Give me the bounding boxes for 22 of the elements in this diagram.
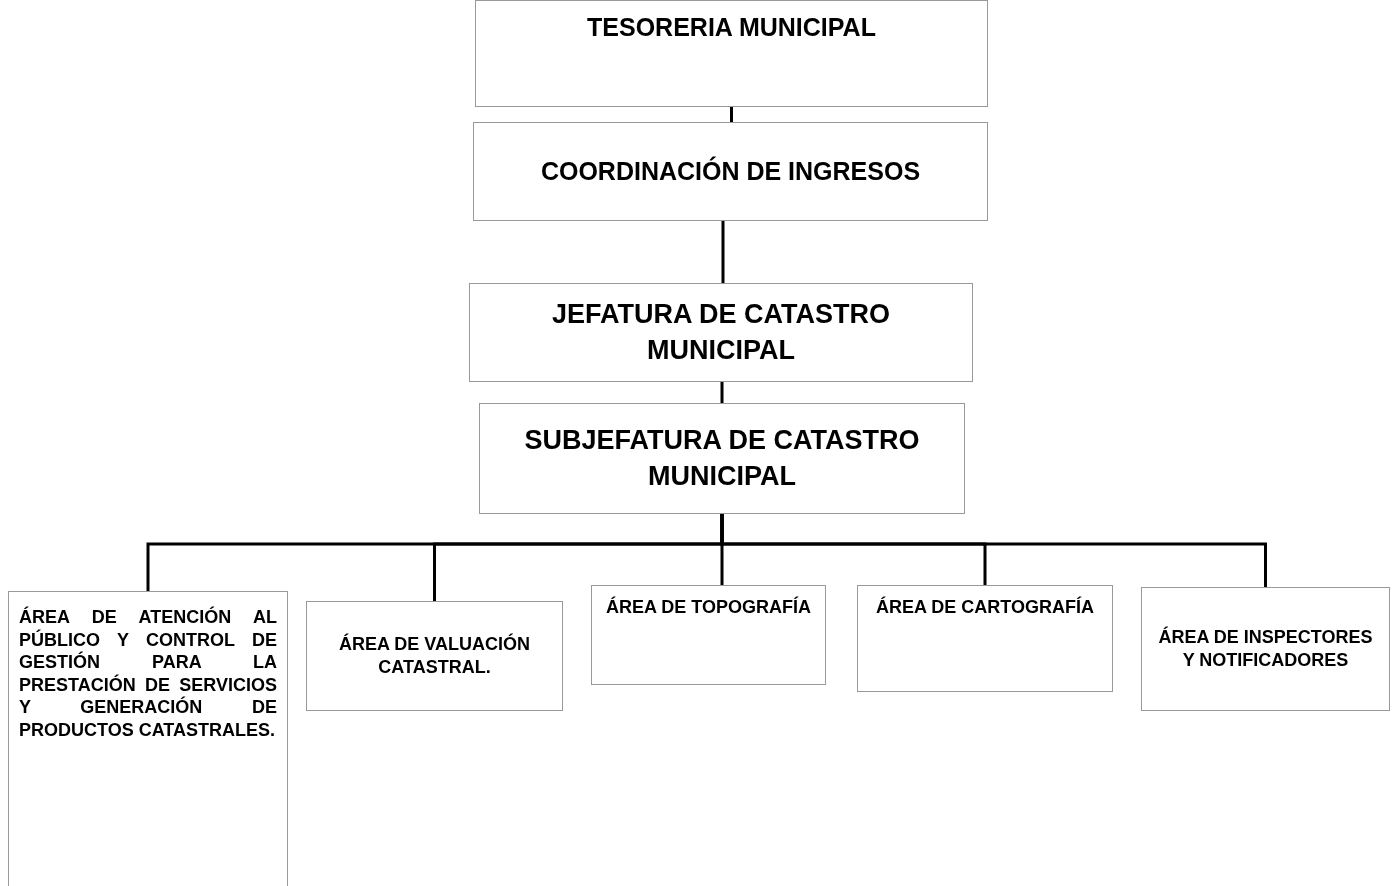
org-box [591, 585, 826, 685]
org-box [473, 122, 988, 221]
box-label: JEFATURA DE CATASTRO MUNICIPAL [551, 298, 891, 367]
connector-line [720, 382, 724, 403]
org-box [8, 591, 288, 886]
box-label: COORDINACIÓN DE INGRESOS [540, 155, 921, 188]
org-box [857, 585, 1113, 692]
org-box [475, 0, 988, 107]
box-label: SUBJEFATURA DE CATASTRO MUNICIPAL [523, 424, 921, 493]
box-label: ÁREA DE ATENCIÓN AL PÚBLICO Y CONTROL DE GESTIÓN PARA LA PRESTACIÓN DE SERVICIOS Y GENERACIÓN DE PRODUCTOS CATASTRALES. [19, 606, 277, 741]
org-box [306, 601, 563, 711]
box-label: ÁREA DE VALUACIÓN CATASTRAL. [338, 632, 531, 679]
box-label: ÁREA DE INSPECTORES Y NOTIFICADORES [1157, 625, 1374, 672]
box-label: ÁREA DE TOPOGRAFÍA [606, 596, 811, 619]
connector-line [730, 107, 733, 122]
org-box [479, 403, 965, 514]
org-box [469, 283, 973, 382]
box-label: ÁREA DE CARTOGRAFÍA [876, 596, 1094, 619]
connector-line [720, 514, 1267, 587]
org-box [1141, 587, 1390, 711]
box-label: TESORERIA MUNICIPAL [587, 12, 876, 43]
connector-line [721, 221, 725, 283]
